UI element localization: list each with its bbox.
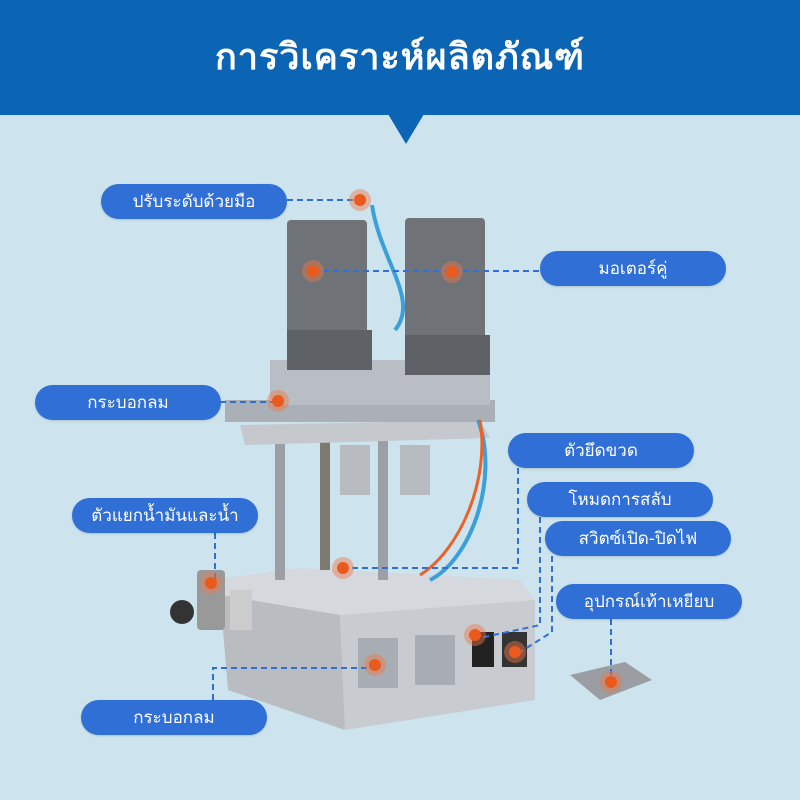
marker-separator: [205, 577, 217, 589]
marker-manual-adjust: [354, 194, 366, 206]
marker-air-cylinder-top: [272, 395, 284, 407]
label-manual-adjust: ปรับระดับด้วยมือ: [101, 184, 287, 219]
label-dual-motor: มอเตอร์คู่: [540, 251, 726, 286]
mode-switch: [472, 632, 494, 667]
marker-air-cylinder-bottom: [369, 659, 381, 671]
marker-motor-left: [307, 265, 319, 277]
label-air-cylinder-bottom: กระบอกลม: [81, 700, 267, 735]
header-banner: [0, 0, 800, 115]
marker-switch-mode: [469, 629, 481, 641]
page-title: การวิเคราะห์ผลิตภัณฑ์: [214, 37, 586, 78]
label-oil-water-separator: ตัวแยกน้ำมันและน้ำ: [72, 498, 258, 533]
label-power-switch: สวิตซ์เปิด-ปิดไฟ: [545, 521, 731, 556]
timer-panel-2: [415, 635, 455, 685]
label-air-cylinder-top: กระบอกลม: [35, 385, 221, 420]
connector-lines: [212, 199, 612, 700]
marker-motor-right: [446, 266, 458, 278]
header-arrow: [388, 114, 424, 144]
marker-bottle-holder: [337, 562, 349, 574]
motor-left: [287, 220, 367, 340]
label-switch-mode: โหมดการสลับ: [527, 482, 713, 517]
marker-foot-pedal: [605, 676, 617, 688]
motor-right: [405, 218, 485, 343]
label-bottle-holder: ตัวยึดขวด: [508, 433, 694, 468]
machine-base-top: [220, 568, 535, 615]
marker-power-switch: [509, 646, 521, 658]
label-foot-pedal: อุปกรณ์เท้าเหยียบ: [556, 584, 742, 619]
